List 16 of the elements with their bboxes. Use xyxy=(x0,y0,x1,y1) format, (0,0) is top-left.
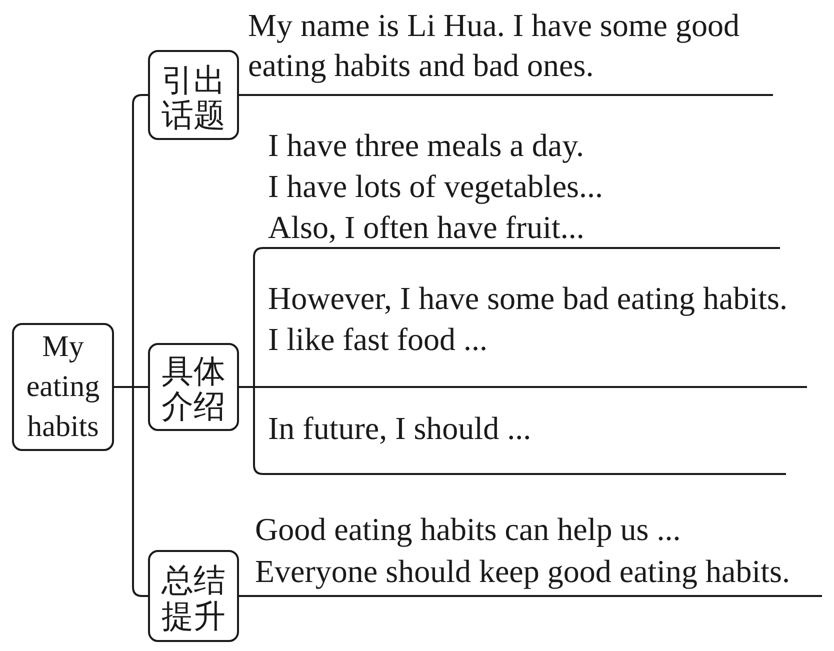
branch-line xyxy=(239,94,248,96)
branch-text: However, I have some bad eating habits. xyxy=(268,279,788,318)
subtopic-box: 具体介绍 xyxy=(148,343,239,431)
branch-text: My name is Li Hua. I have some good eating habits and bad ones. xyxy=(248,6,740,85)
branch-text: Good eating habits can help us ... xyxy=(255,510,681,549)
branch-line xyxy=(239,595,250,597)
branch-text: I have three meals a day. xyxy=(268,126,584,165)
branch-text: Everyone should keep good eating habits. xyxy=(255,552,790,591)
branch-line xyxy=(114,386,148,597)
subtopic-box: 总结提升 xyxy=(148,550,239,642)
branch-text: I have lots of vegetables... xyxy=(268,167,603,206)
branch-text: Also, I often have fruit... xyxy=(268,208,584,247)
subtopic-box: 引出话题 xyxy=(148,50,239,140)
branch-text: In future, I should ... xyxy=(268,409,532,448)
main-topic-box: My eating habits xyxy=(12,323,114,451)
branch-text: I like fast food ... xyxy=(268,320,488,359)
